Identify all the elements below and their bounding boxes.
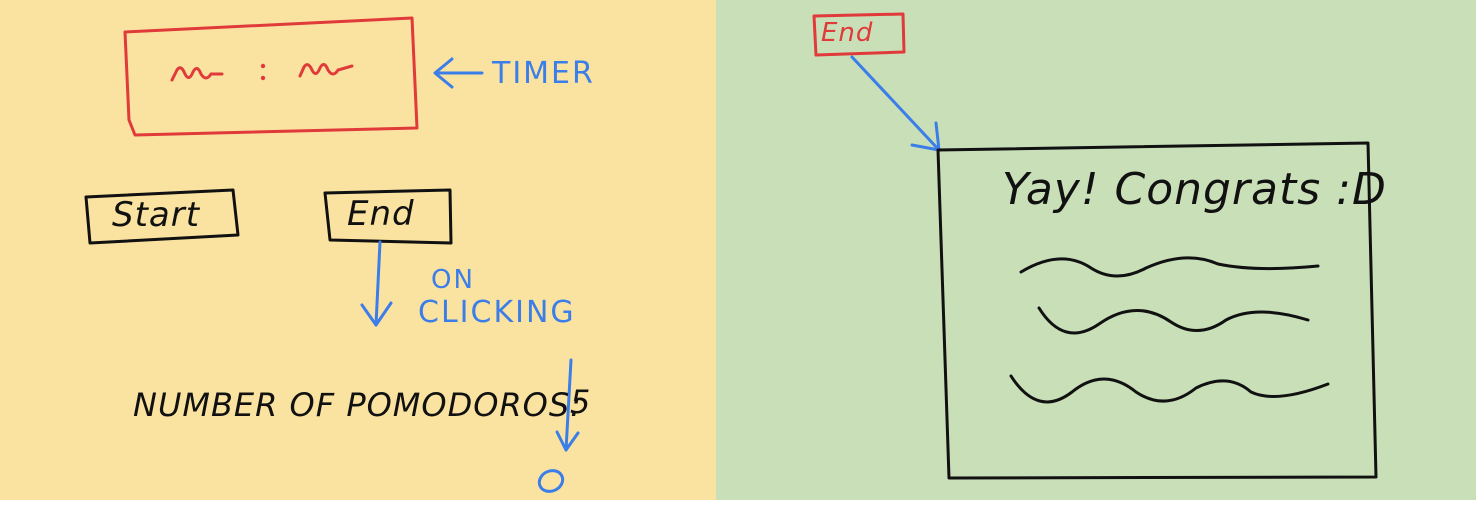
end-button-outline (323, 188, 453, 245)
timer-colon-dot (260, 75, 266, 81)
timer-seconds-scribble (298, 63, 354, 78)
pomodoro-old-value: 5 (570, 383, 592, 421)
timer-display (123, 16, 419, 137)
right-panel-background (716, 0, 1476, 500)
dialog-text-squiggle (1037, 306, 1310, 335)
on-clicking-arrow (360, 240, 393, 327)
clicking-label: CLICKING (418, 295, 576, 330)
end-button[interactable]: End (347, 194, 415, 234)
pomodoro-count-label: NUMBER OF POMODOROS: (133, 386, 582, 424)
pomodoro-strikethrough (555, 358, 580, 452)
right-end-button-outline (812, 12, 906, 57)
dialog-text-squiggle (1019, 256, 1320, 278)
timer-label: TIMER (492, 56, 595, 91)
right-end-button[interactable]: End (821, 18, 874, 48)
left-panel-drawing (0, 0, 716, 500)
right-panel-drawing (716, 0, 1476, 500)
left-panel-background (0, 0, 716, 500)
right-panel: End Yay! Congrats :D (716, 0, 1476, 500)
left-panel: TIMER Start End ON CLICKING NUMBER OF PO… (0, 0, 716, 500)
pomodoro-new-value: 0 (542, 468, 556, 490)
timer-arrow (433, 57, 484, 89)
timer-colon-dot (260, 63, 266, 69)
timer-minutes-scribble (170, 66, 224, 82)
start-button-outline (84, 188, 240, 245)
on-label: ON (431, 265, 475, 295)
start-button[interactable]: Start (112, 195, 201, 235)
dialog-title: Yay! Congrats :D (1002, 164, 1387, 215)
bottom-strip (0, 500, 1476, 505)
dialog-text-squiggle (1009, 374, 1330, 404)
pomodoro-new-value-glyph (537, 469, 565, 493)
congrats-dialog-outline (936, 141, 1378, 480)
